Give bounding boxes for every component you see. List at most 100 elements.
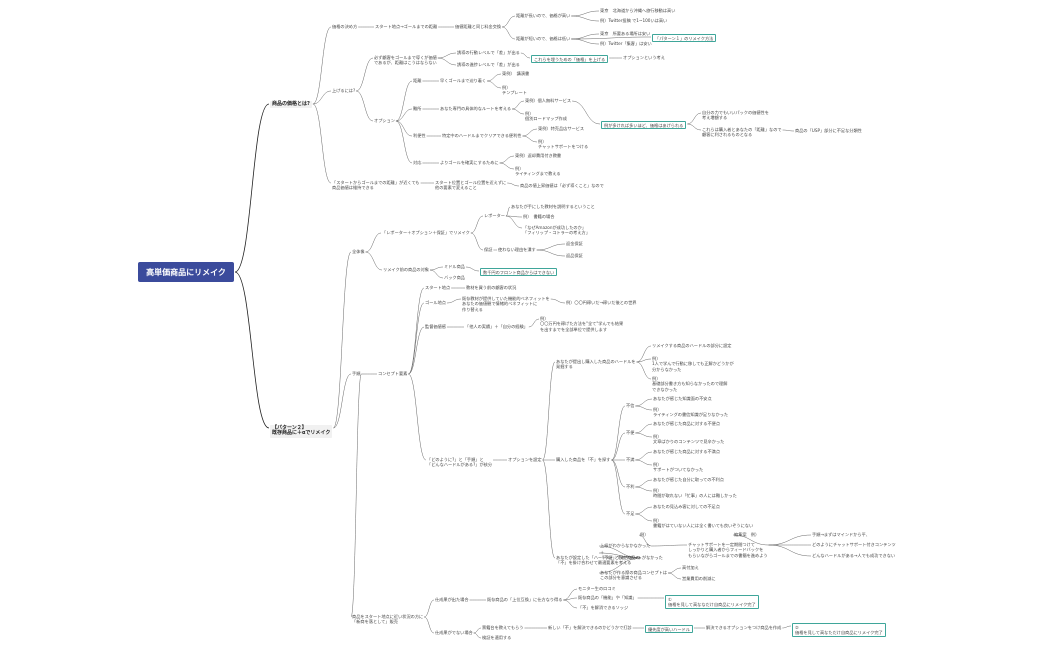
node-t3b[interactable]: 難所	[413, 106, 422, 111]
node-c3a2f5[interactable]: 不足	[626, 511, 635, 516]
node-t1h[interactable]: 例）Twitter「集客」は安い	[600, 41, 652, 46]
node-c3a2f4b[interactable]: 例）時間が取れない「忙事」の人には難しかった	[653, 488, 737, 499]
node-t3a1[interactable]: 早くゴールまで辿り着く	[440, 78, 487, 83]
node-c2a1a[interactable]: 教材を買う前の顧客の状況	[466, 285, 517, 290]
node-c4a[interactable]: 仕成果が出た場合	[435, 597, 469, 602]
node-c4b3[interactable]: 解決できるオプションをつけ商品を作成	[706, 625, 782, 630]
node-t3c[interactable]: 利便性	[413, 133, 426, 138]
node-c3a2f5a[interactable]: あなたの見込み客に対しての不足点	[653, 504, 720, 509]
node-t1g[interactable]: 東京 所要ある場所は安い	[600, 31, 651, 36]
node-c2[interactable]: 手順	[352, 371, 361, 376]
node-c3a2f3b[interactable]: 例）サポートがついてなかった	[653, 462, 704, 473]
node-c3a2f4a[interactable]: あなたが感じた自分に取っての不利点	[653, 477, 724, 482]
node-t1b[interactable]: 価値距離と同じ料金交換	[455, 24, 502, 29]
node-c3a3h[interactable]: どんなハードルがある→人でも成功できない	[812, 553, 896, 558]
node-c3a2f1b[interactable]: 例）ライティングの書信知識が足りなかった	[653, 407, 729, 418]
node-c3a1b[interactable]: 例）1人で学んで行動に移しても正解かどうかが分からなかった	[652, 356, 734, 372]
node-c2a1[interactable]: スタート地点	[425, 285, 451, 290]
root-node[interactable]: 高単価商品にリメイク	[138, 262, 234, 282]
node-t3a[interactable]: 距離	[413, 78, 422, 83]
node-t2d[interactable]: オプションという考え	[623, 55, 665, 60]
node-c3a3d[interactable]: チャットサポートを一定期間つけてしっかりと購入者からフィードバックをもらいながら…	[688, 542, 768, 558]
node-c1a1[interactable]: レポーター	[484, 213, 505, 218]
node-c3a1a[interactable]: リメイクする商品のハードルの部分に設定	[652, 343, 732, 348]
node-t1e[interactable]: 東京 北海道から沖縄へ旅行移動は高い	[600, 8, 676, 13]
node-c3a2f3a[interactable]: あなたが感じた商品に対する不満点	[653, 449, 721, 454]
node-t3c2[interactable]: 東例）特売品店サービス	[538, 126, 585, 131]
node-c2a3a[interactable]: 「他人の実績」＋「自分の経験」	[465, 324, 528, 329]
node-t4b[interactable]: 商品の値上昇価値は「必ず導くこと」なので	[520, 183, 604, 188]
node-c1a1b[interactable]: 例） 書籍の場合	[523, 214, 555, 219]
node-t3d2[interactable]: 東例）返却費用付き教書	[515, 153, 562, 158]
node-t2[interactable]: 上げるには?	[332, 88, 356, 93]
node-t2c[interactable]: 誘導の進捗レベルで「差」が出る	[457, 62, 520, 67]
node-c1b1[interactable]: ミドル商品	[444, 264, 465, 269]
node-c2a[interactable]: コンセプト要素	[378, 371, 408, 376]
node-c3a3c[interactable]: 例）	[640, 532, 649, 537]
node-c2a2b[interactable]: 例）〇〇円稼いだ→稼いだ後との世界	[566, 300, 637, 305]
node-t1a[interactable]: スタート地点→ゴールまでの距離	[375, 24, 438, 29]
node-c4a1c[interactable]: 「不」を解消できるソッジ	[578, 605, 629, 610]
node-c3a2f5b[interactable]: 例）書籍がはていない人には全く書いても良いぞうにない	[653, 518, 754, 529]
node-c3a3a[interactable]: 上級がわからなかなかった	[600, 543, 651, 548]
node-t1f[interactable]: 例）Twitter投稿 で1~100いは高い	[600, 18, 668, 23]
node-t3c3[interactable]: 例）チャットサポートをつける	[538, 139, 589, 150]
node-t1box[interactable]: 「パターン１」のリメイク方法	[652, 34, 717, 43]
node-c1b2[interactable]: バック商品	[444, 275, 465, 280]
node-t3g[interactable]: 商品の「USP」部分に不足な分類性	[795, 128, 862, 133]
node-t1c[interactable]: 距離が長いので、価格が高い	[516, 13, 571, 18]
node-t2box[interactable]: これらを埋うための「価格」を上げる	[531, 55, 609, 64]
node-c3a2f2a[interactable]: あなたが感じた商品に対する不便点	[653, 421, 721, 426]
node-b2[interactable]: 【パターン２】既存商品に＋αでリメイク	[270, 425, 333, 438]
node-c2a2[interactable]: ゴール地点	[425, 300, 446, 305]
node-c3a2f2[interactable]: 不便	[626, 430, 635, 435]
node-c3a4b[interactable]: 営業費用の削減に	[682, 576, 716, 581]
node-c1a2b[interactable]: 返金保証	[566, 241, 583, 246]
node-c4b1[interactable]: 票籍台を教えてもらう	[482, 625, 524, 630]
node-t2b[interactable]: 誘導の行動レベルで「差」が出る	[457, 50, 520, 55]
node-c1[interactable]: 全体像	[352, 249, 365, 254]
node-t3b1[interactable]: あなた専門の具体的なルートを考える	[440, 106, 512, 111]
node-c4a1a[interactable]: モニター生のロコミ	[578, 586, 616, 591]
node-t3b2[interactable]: 東例）個人無料サービス	[525, 98, 572, 103]
node-c3a1c[interactable]: 例）基礎部分書き方も知らなかったので理解できなかった	[652, 376, 728, 392]
node-c3a3f[interactable]: 手順→まずはマインドから平、	[812, 532, 870, 537]
node-c4b4[interactable]: 検証を適用する	[482, 635, 512, 640]
node-t3c1[interactable]: 特定中のハードルまでクリアできる便利性	[442, 133, 522, 138]
node-c3a4[interactable]: あなたが作る際の商品コンセプトはこの部分を意識させる	[600, 570, 668, 581]
node-c3a2f1[interactable]: 不信	[626, 403, 635, 408]
node-c3a2f3[interactable]: 不満	[626, 457, 635, 462]
node-c1a[interactable]: 「レポーター＋オプション＋保証」でリメイク	[382, 230, 470, 235]
node-t3e[interactable]: 自分の力でもいいパックの価値性を考え増額する	[702, 110, 769, 121]
node-t3a3[interactable]: 例）テンプレート	[502, 85, 527, 96]
node-c1a1a[interactable]: あなたが手にした教材を説明するということ	[511, 204, 595, 209]
node-c2a2a[interactable]: 既存教材が提供していた機能的ベネフィットをあなたの価値観で情緒的ベネフィットに作…	[462, 296, 550, 312]
node-c3a[interactable]: オプションを設定	[508, 457, 542, 462]
node-c3a3[interactable]: あなたが設定した「ハードル」と現在商品の「不」を掛け合わせて最適要素を考える	[556, 555, 640, 566]
node-t1[interactable]: 価格の決め方	[332, 24, 358, 29]
node-t3f[interactable]: これらは購入者とあなたの「距離」なので顧客に利されるものとなる	[702, 127, 782, 138]
node-t4[interactable]: 「スタートからゴールまでの距離」が近くても商品価値は維持できる	[332, 180, 420, 191]
node-c4a1[interactable]: 既存商品の「上位互換」に仕方なり得る	[487, 597, 563, 602]
node-c4b2[interactable]: 新しい「不」を解決できるのかどうかで打診	[548, 625, 632, 630]
node-c2a3[interactable]: 監督価値感	[425, 324, 446, 329]
node-c3a3g[interactable]: どのようにチャットサポート付きコンテンツ	[812, 542, 896, 547]
node-c4b[interactable]: 仕成果がでない場合	[435, 630, 473, 635]
node-c4[interactable]: 商品をスタート地点に近い状況の方に「新商を落として」販売	[352, 614, 424, 625]
node-c3a3b[interactable]: ＋「不便」でのサポートがなかった	[600, 550, 663, 561]
node-t3d[interactable]: 対応	[413, 160, 422, 165]
node-c1b[interactable]: リメイク前の商品の対象	[383, 267, 429, 272]
node-t3d3[interactable]: 例）ライティングまで教える	[515, 166, 561, 177]
node-c2a3b[interactable]: 例）〇〇万円を稼げた方法を"全て"学んでも結果を出すまでを全部単位で提供します	[540, 316, 624, 332]
node-c3a3e[interactable]: 編集案 例）	[734, 532, 760, 537]
node-t4a[interactable]: スタート位置とゴール位置を近えずに他の要素で変えること	[435, 180, 507, 191]
node-t3a2[interactable]: 東例） 講演書	[502, 71, 530, 76]
node-c4box2[interactable]: 優先度が高いハードル	[645, 625, 693, 634]
node-c3a2f4[interactable]: 不利	[626, 484, 635, 489]
node-t3b3[interactable]: 例）個別ロードマップ作成	[525, 111, 567, 122]
node-c1a1c[interactable]: 「なぜAmazonが成功したのか」「フィリップ・コトラーの考え方」	[523, 225, 590, 236]
node-t2a[interactable]: 必ず顧客をゴールまで導くが価値であるが、距離はこうはならない	[374, 55, 437, 66]
node-c4a1b[interactable]: 既存商品の「機能」や「知識」	[578, 595, 637, 600]
